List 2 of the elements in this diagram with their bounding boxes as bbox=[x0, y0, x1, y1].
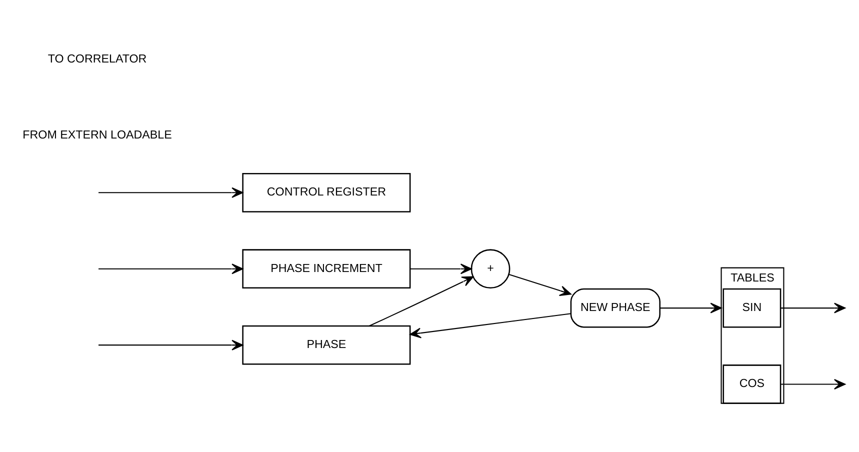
label: TO CORRELATOR bbox=[48, 52, 147, 66]
label: FROM EXTERN LOADABLE bbox=[22, 128, 172, 142]
